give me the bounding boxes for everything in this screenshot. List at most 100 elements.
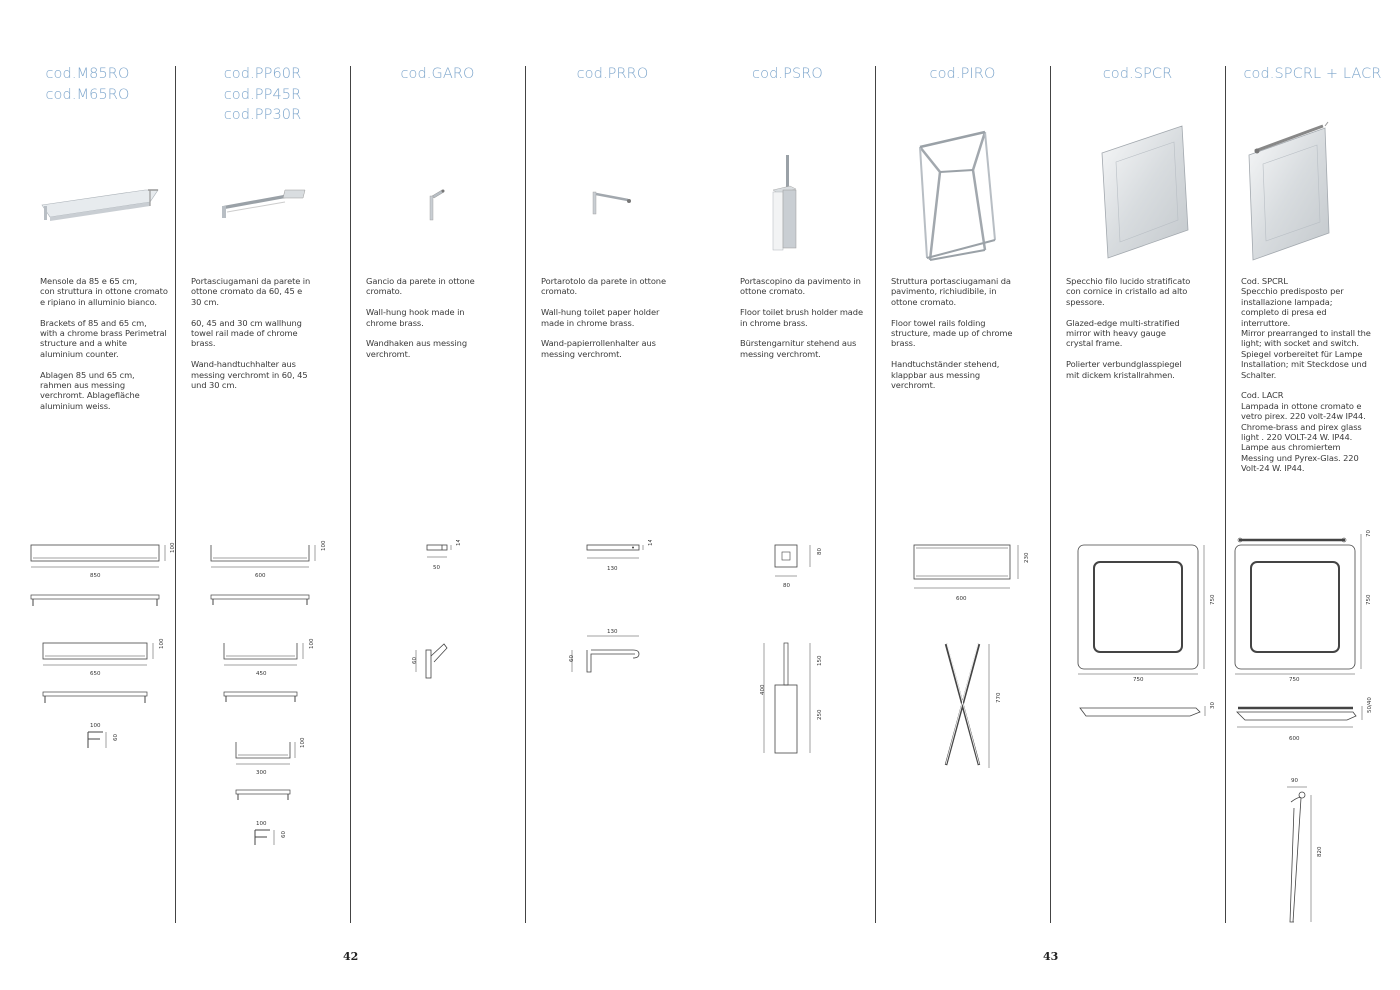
product-code: cod.PSRO	[752, 66, 823, 82]
technical-drawing: 14 50 60	[412, 540, 462, 679]
technical-drawing: 70 750 750 50/40 600 90 820	[1234, 530, 1373, 923]
description-en: 60, 45 and 30 cm wallhung towel rail mad…	[191, 317, 302, 349]
product-column-spcr: cod.SPCR Specchio filo lucido stratifica…	[1050, 0, 1225, 990]
dim-width: 450	[256, 671, 267, 677]
dim-height: 100	[321, 540, 327, 551]
dim-width: 80	[783, 583, 790, 589]
brush-holder-photo	[772, 155, 797, 251]
description-it: Portasciugamani da parete in ottone crom…	[191, 276, 311, 307]
product-code: cod.SPCRL + LACR	[1243, 66, 1382, 82]
product-description: Portascopino da pavimento in ottone crom…	[740, 276, 870, 370]
dim-width: 600	[255, 573, 266, 579]
dim-width: 750	[1133, 677, 1144, 683]
dim-width: 50	[433, 565, 440, 571]
page-number-right: 43	[1043, 950, 1059, 963]
product-column-pp60r: cod.PP60R cod.PP45R cod.PP30R Portasciug…	[175, 0, 350, 990]
product-codes: cod.PSRO	[700, 64, 875, 85]
dim-lamp-height: 70	[1366, 530, 1372, 537]
product-column-garo: cod.GARO Gancio da parete in ottone crom…	[350, 0, 525, 990]
dim-width: 850	[90, 573, 101, 579]
column-divider	[175, 66, 176, 923]
dim-height: 230	[1024, 552, 1030, 563]
description-de: Wand-papierrollenhalter aus messing verc…	[541, 338, 656, 359]
description-it: Specchio filo lucido stratificato con co…	[1066, 276, 1191, 307]
column-divider	[875, 66, 876, 923]
product-codes: cod.SPCR	[1050, 64, 1225, 85]
product-column-psro: cod.PSRO Portascopino da pavimento in ot…	[700, 0, 875, 990]
dim-depth-height: 60	[113, 734, 119, 741]
page-number-left: 42	[343, 950, 359, 963]
dim-height: 750	[1366, 594, 1372, 605]
description-en: Floor towel rails folding structure, mad…	[891, 317, 1013, 349]
dim-lamp-depth: 50/40	[1367, 697, 1373, 713]
dim-side: 60	[569, 655, 575, 662]
product-code: cod.PIRO	[929, 66, 996, 82]
product-description: Mensole da 85 e 65 cm, con struttura in …	[40, 276, 170, 422]
column-divider	[1050, 66, 1051, 923]
description-lamp: Cod. LACR Lampada in ottone cromato e ve…	[1241, 390, 1366, 474]
description-en: Floor toilet brush holder made in chrome…	[740, 307, 863, 328]
dim-width: 300	[256, 770, 267, 776]
hook-photo	[429, 189, 445, 221]
dim-height: 100	[159, 638, 165, 649]
dim-side-height: 820	[1317, 846, 1323, 857]
description-it: Struttura portasciugamani da pavimento, …	[891, 276, 1011, 307]
column-divider	[1225, 66, 1226, 923]
description-it: Portascopino da pavimento in ottone crom…	[740, 276, 861, 297]
product-code: cod.GARO	[400, 66, 475, 82]
dim-height: 80	[817, 548, 823, 555]
product-code: cod.M85RO	[45, 66, 130, 82]
product-column-spcrl-lacr: cod.SPCRL + LACR Cod. SPCRL Specchio pre…	[1225, 0, 1400, 990]
description-en: Brackets of 85 and 65 cm, with a chrome …	[40, 317, 167, 359]
product-code: cod.SPCR	[1102, 66, 1173, 82]
product-codes: cod.SPCRL + LACR	[1225, 64, 1400, 85]
shelf-photo	[41, 189, 159, 221]
dim-width: 750	[1289, 677, 1300, 683]
product-codes: cod.GARO	[350, 64, 525, 85]
product-code: cod.PP45R	[223, 86, 302, 103]
technical-drawing: 100 850 100 650 100 60	[30, 542, 175, 748]
dim-tall: 770	[996, 692, 1002, 703]
dim-side: 60	[412, 657, 418, 664]
towel-stand-photo	[919, 130, 996, 261]
technical-drawing: 14 130 130 60	[569, 540, 654, 673]
description-de: Polierter verbundglasspiegel mit dickem …	[1066, 359, 1182, 380]
dim-depth: 100	[256, 821, 267, 827]
technical-drawing: 230 600 770	[913, 544, 1030, 768]
dim-height: 100	[309, 638, 315, 649]
dim-height: 100	[170, 542, 175, 553]
mirror-photo	[1101, 125, 1189, 259]
product-description: Portasciugamani da parete in ottone crom…	[191, 276, 341, 401]
mirror-with-lamp-photo	[1248, 121, 1330, 261]
product-description: Portarotolo da parete in ottone cromato.…	[541, 276, 691, 370]
description-en: Glazed-edge multi-stratified mirror with…	[1066, 317, 1180, 349]
dim-depth: 30	[1210, 702, 1216, 709]
product-description: Specchio filo lucido stratificato con co…	[1066, 276, 1216, 390]
towel-rail-photo	[222, 189, 306, 218]
column-divider	[350, 66, 351, 923]
product-codes: cod.PP60R cod.PP45R cod.PP30R	[175, 64, 350, 126]
dim-height: 14	[648, 540, 654, 546]
dim-height: 750	[1210, 594, 1216, 605]
description-de: Wandhaken aus messing verchromt.	[366, 338, 467, 359]
dim-width: 130	[607, 566, 618, 572]
product-code: cod.PRRO	[576, 66, 649, 82]
dim-depth: 100	[90, 723, 101, 729]
description-en: Wall-hung hook made in chrome brass.	[366, 307, 465, 328]
description-de: Ablagen 85 und 65 cm, rahmen aus messing…	[40, 369, 140, 411]
description-it: Mensole da 85 e 65 cm, con struttura in …	[40, 276, 168, 307]
product-codes: cod.M85RO cod.M65RO	[0, 64, 175, 105]
dim-width: 130	[607, 629, 618, 635]
description-de: Wand-handtuchhalter aus messing verchrom…	[191, 359, 308, 391]
product-code: cod.PP30R	[223, 107, 302, 123]
product-codes: cod.PIRO	[875, 64, 1050, 85]
dim-lamp-width: 600	[1289, 736, 1300, 742]
dim-total-height: 400	[760, 684, 766, 695]
product-description: Gancio da parete in ottone cromato. Wall…	[366, 276, 516, 370]
product-column-m85ro: cod.M85RO cod.M65RO Mensole da 85 e 65 c…	[0, 0, 175, 990]
paper-holder-photo	[592, 191, 631, 215]
product-column-prro: cod.PRRO Portarotolo da parete in ottone…	[525, 0, 700, 990]
dim-width: 650	[90, 671, 101, 677]
product-code: cod.PP60R	[223, 66, 302, 82]
product-column-piro: cod.PIRO Struttura portasciugamani da pa…	[875, 0, 1050, 990]
